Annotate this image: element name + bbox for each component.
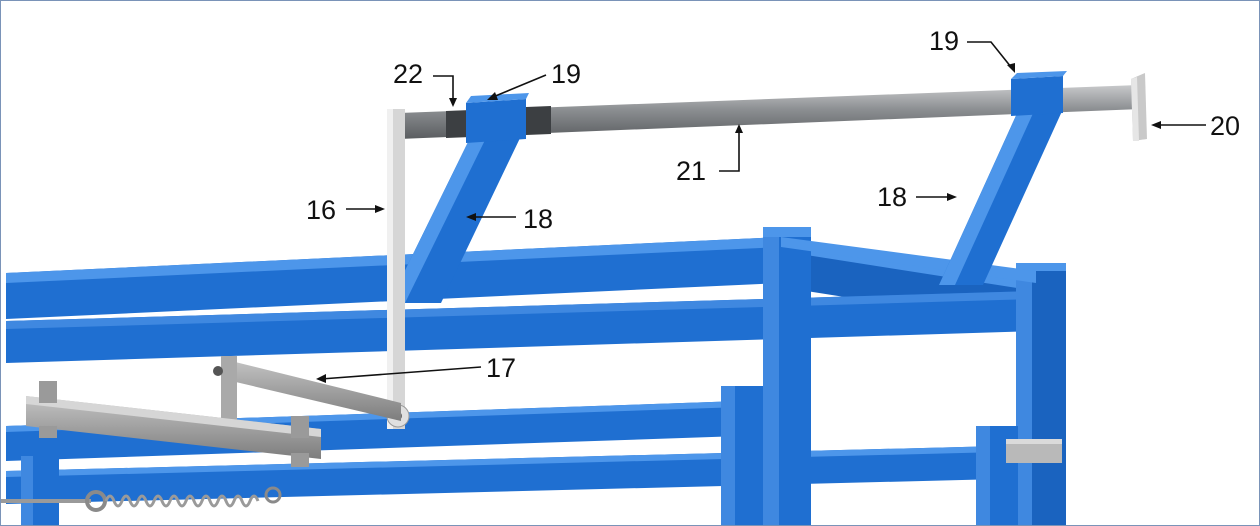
callout-19-left: 19: [551, 59, 581, 89]
bushing-right: [1011, 71, 1067, 116]
end-bracket: [1131, 73, 1147, 141]
sleeve: [446, 110, 471, 138]
spring: [1, 486, 282, 512]
sleeve-right: [526, 106, 551, 135]
bushing-left: [466, 93, 529, 143]
rod: [399, 85, 1144, 139]
callout-16: 16: [306, 195, 336, 225]
blue-frame: [6, 227, 1066, 525]
brace-right: [939, 109, 1063, 285]
callout-18-left: 18: [523, 204, 553, 234]
callout-22: 22: [393, 59, 423, 89]
lower-rail-1: [6, 401, 741, 461]
brace-left: [389, 136, 521, 303]
callout-labels: 22 19 19 20 21 16 18 18 17: [306, 26, 1240, 383]
link-17: [213, 356, 401, 426]
callout-20: 20: [1210, 111, 1240, 141]
callout-21: 21: [676, 156, 706, 186]
callout-17: 17: [486, 353, 516, 383]
callout-arrows: [316, 41, 1206, 383]
clamp-bar: [26, 381, 321, 467]
callout-18-right: 18: [877, 182, 907, 212]
callout-19-right: 19: [929, 26, 959, 56]
